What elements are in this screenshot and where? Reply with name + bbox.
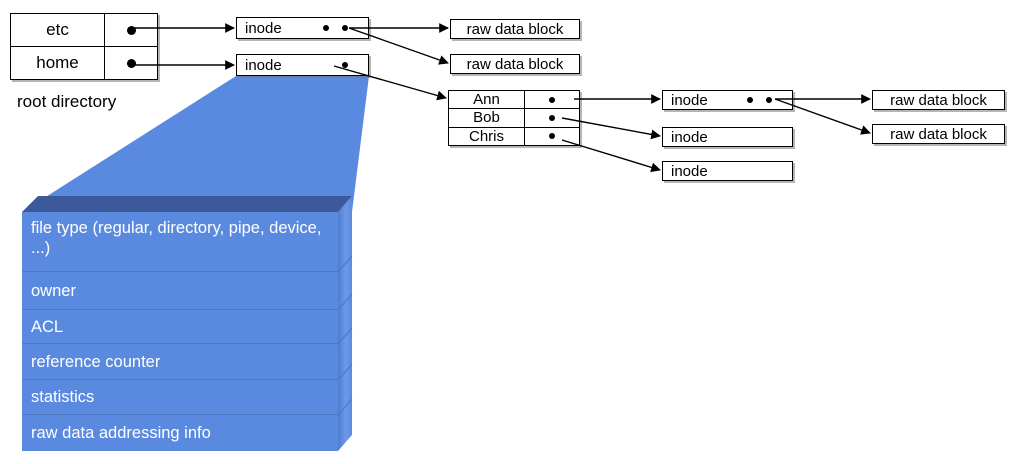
root-entry-name-home: home (11, 47, 105, 79)
raw-data-block-etc-1[interactable]: raw data block (450, 19, 580, 39)
inode-box-ann[interactable]: inode (662, 90, 793, 110)
pointer-dot-icon (126, 25, 136, 35)
root-directory-caption: root directory (17, 92, 117, 111)
raw-data-block-ann-2[interactable]: raw data block (872, 124, 1005, 144)
raw-data-block-ann-1[interactable]: raw data block (872, 90, 1005, 110)
home-entry-pointer-bob[interactable] (525, 109, 579, 126)
inode-box-label: inode (671, 128, 708, 146)
raw-data-block-etc-2[interactable]: raw data block (450, 54, 580, 74)
pointer-dot-icon (342, 62, 348, 68)
pointer-dot-icon (126, 58, 136, 68)
pointer-dot-icon (323, 25, 329, 31)
table-row[interactable]: Chris (449, 127, 579, 145)
home-directory-table[interactable]: Ann Bob Chris (448, 90, 580, 146)
inode-pointer-dots[interactable] (342, 62, 362, 68)
inode-field-raw-data-addressing-info: raw data addressing info (22, 415, 338, 451)
inode-box-label: inode (671, 91, 708, 109)
table-row[interactable]: etc (11, 14, 157, 47)
inode-field-file-type: file type (regular, directory, pipe, dev… (22, 212, 338, 272)
block-top-face (22, 196, 352, 212)
home-entry-pointer-ann[interactable] (525, 91, 579, 108)
inode-pointer-dots[interactable] (323, 25, 362, 31)
inode-box-bob[interactable]: inode (662, 127, 793, 147)
root-entry-pointer-home[interactable] (105, 47, 157, 79)
inode-field-list: file type (regular, directory, pipe, dev… (22, 212, 338, 451)
block-3d-shading (22, 196, 353, 451)
table-row[interactable]: Ann (449, 91, 579, 110)
inode-box-chris[interactable]: inode (662, 161, 793, 181)
inode-field-acl: ACL (22, 310, 338, 344)
pointer-dot-icon (766, 97, 772, 103)
block-side-dividers (337, 255, 353, 416)
inode-box-label: inode (671, 162, 708, 180)
table-row[interactable]: Bob (449, 109, 579, 128)
inode-box-label: inode (245, 19, 282, 37)
inode-field-statistics: statistics (22, 380, 338, 415)
pointer-dot-icon (549, 114, 555, 121)
inode-pointer-dots[interactable] (747, 97, 786, 103)
home-entry-name-ann: Ann (449, 91, 525, 109)
root-directory-table[interactable]: etc home (10, 13, 158, 80)
table-row[interactable]: home (11, 47, 157, 79)
inode-field-reference-counter: reference counter (22, 344, 338, 380)
home-entry-name-bob: Bob (449, 109, 525, 127)
home-entry-name-chris: Chris (449, 127, 525, 145)
inode-field-owner: owner (22, 272, 338, 310)
pointer-dot-icon (549, 96, 555, 103)
home-entry-pointer-chris[interactable] (525, 128, 579, 145)
pointer-dot-icon (747, 97, 753, 103)
pointer-dot-icon (549, 133, 555, 140)
inode-box-label: inode (245, 56, 282, 74)
inode-box-etc[interactable]: inode (236, 17, 369, 39)
inode-box-home[interactable]: inode (236, 54, 369, 76)
pointer-dot-icon (342, 25, 348, 31)
root-entry-name-etc: etc (11, 14, 105, 46)
inode-detail-block: file type (regular, directory, pipe, dev… (22, 196, 353, 451)
root-entry-pointer-etc[interactable] (105, 14, 157, 46)
